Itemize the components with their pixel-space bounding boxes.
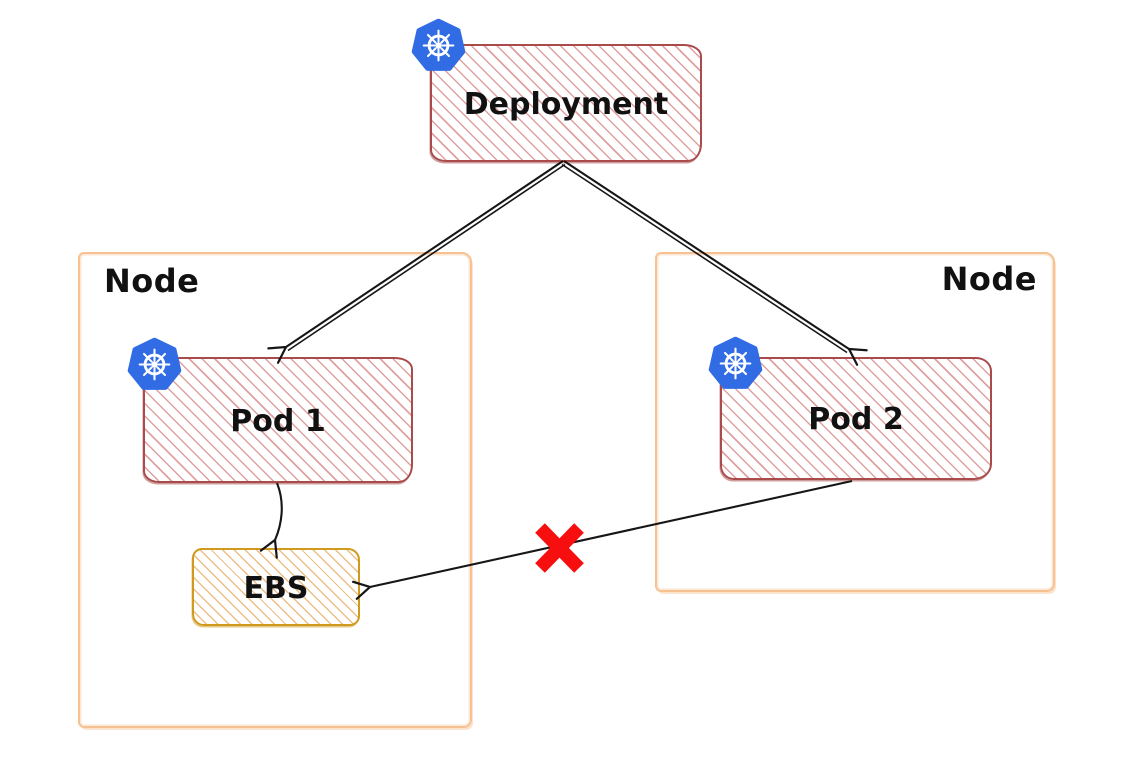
kubernetes-icon (707, 335, 764, 392)
deployment-label: Deployment (463, 86, 669, 122)
ebs-box: EBS (192, 548, 360, 626)
node-left-label: Node (104, 262, 200, 300)
node-right-box: Node (655, 252, 1055, 592)
blocked-x-icon (535, 523, 584, 573)
ebs-label: EBS (243, 570, 309, 606)
kubernetes-icon (410, 17, 467, 74)
node-right-label: Node (941, 260, 1037, 298)
kubernetes-icon (126, 336, 183, 393)
pod1-label: Pod 1 (230, 403, 326, 439)
node-left-box: Node (78, 252, 472, 728)
pod2-label: Pod 2 (808, 402, 904, 437)
pod1-box: Pod 1 (143, 357, 413, 483)
deployment-box: Deployment (430, 44, 702, 162)
pod2-box: Pod 2 (720, 357, 992, 480)
